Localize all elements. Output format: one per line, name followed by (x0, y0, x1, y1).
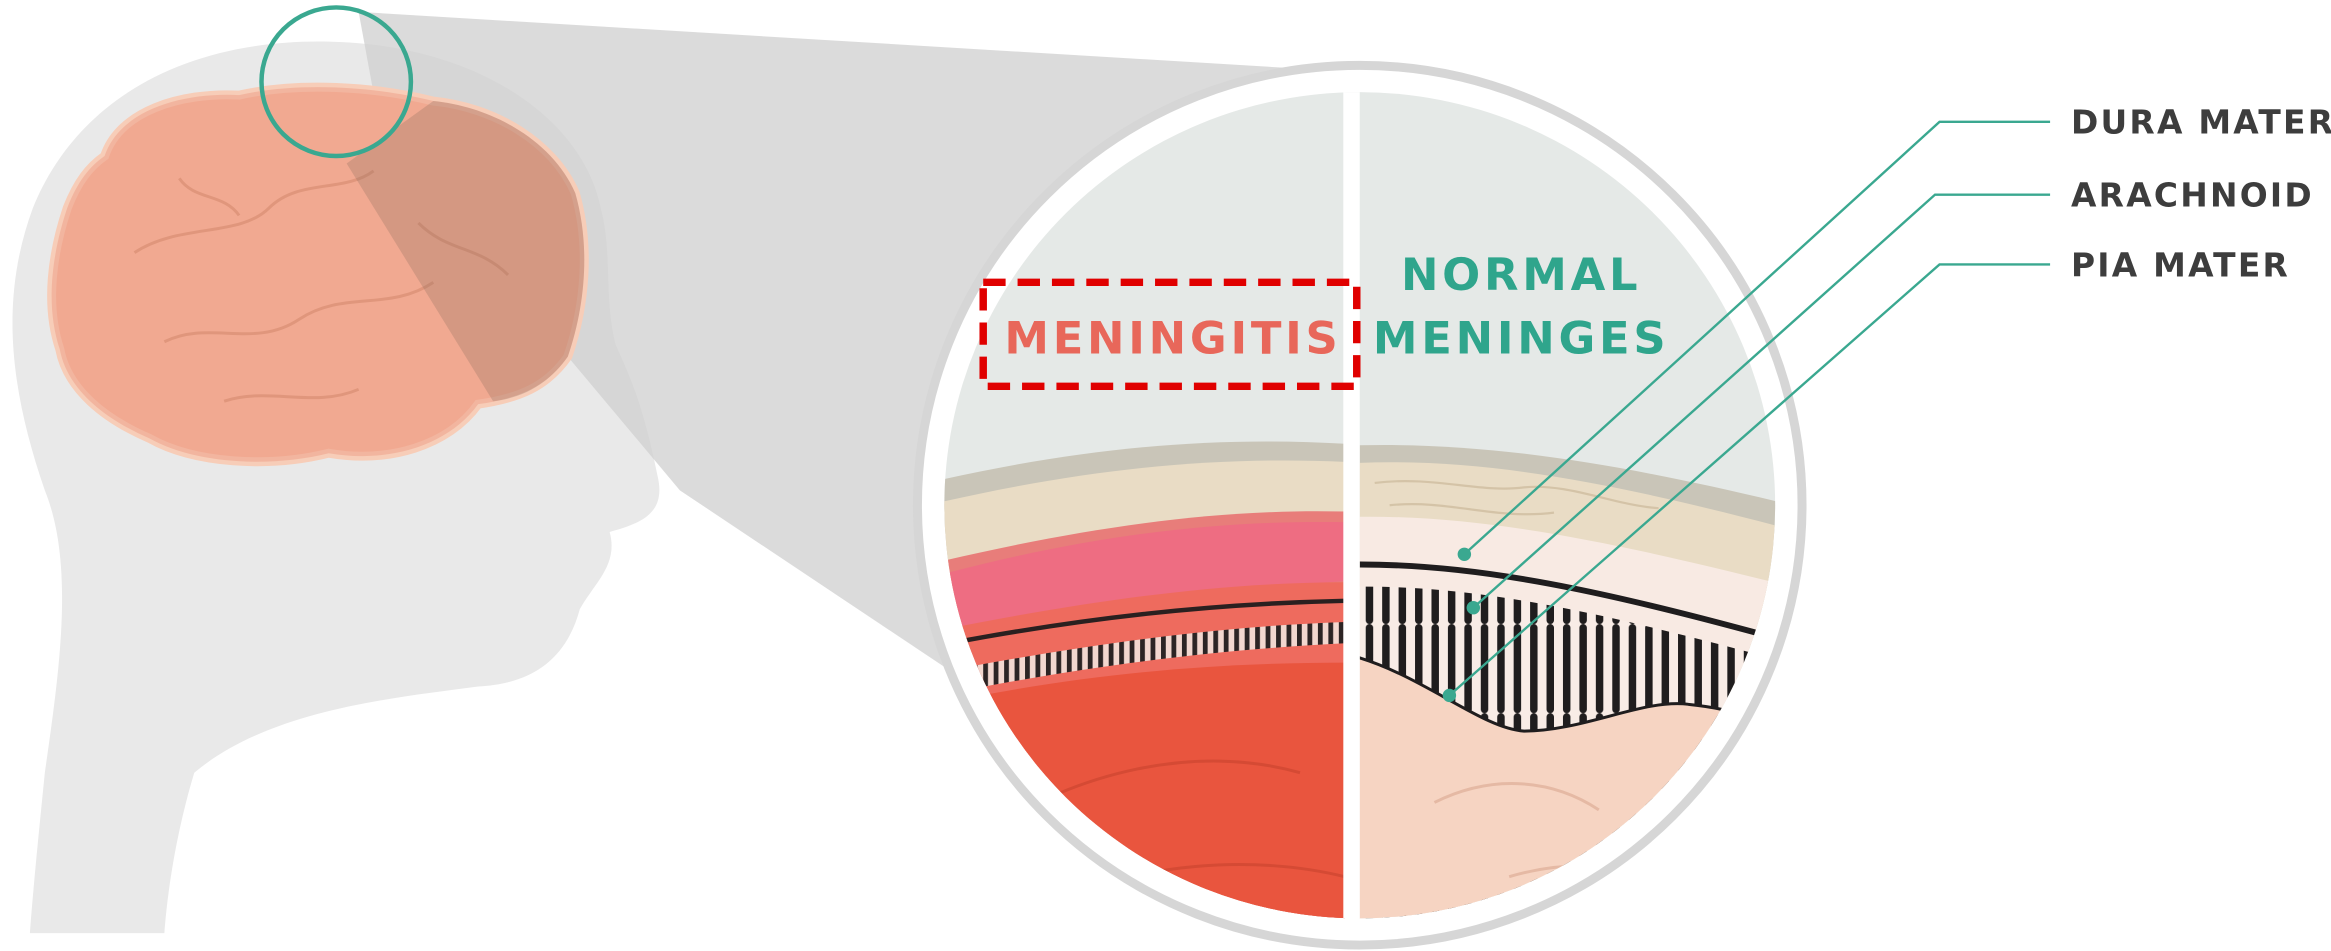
meninges-label: MENINGES (1373, 313, 1669, 365)
pia-mater-dot (1443, 689, 1456, 702)
pia-mater-label: PIA MATER (2071, 246, 2290, 284)
arachnoid-dot (1467, 601, 1480, 614)
normal-label: NORMAL (1401, 249, 1641, 301)
dura-mater-dot (1458, 548, 1471, 561)
dura-mater-label: DURA MATER (2071, 104, 2331, 142)
arachnoid-label: ARACHNOID (2071, 177, 2314, 215)
meningitis-label: MENINGITIS (1004, 313, 1341, 365)
